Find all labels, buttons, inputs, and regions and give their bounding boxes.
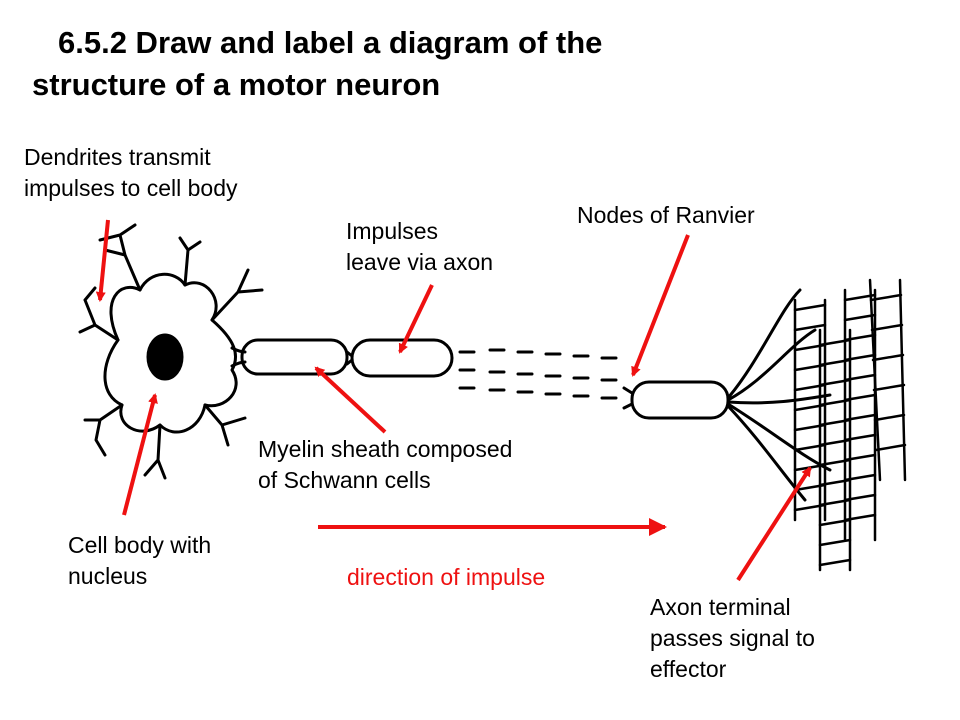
label-line: impulses to cell body [24,175,238,201]
node-of-ranvier [345,350,354,366]
dendrite [203,403,247,447]
label-direction-of-impulse: direction of impulse [347,562,545,593]
label-nodes-of-ranvier: Nodes of Ranvier [577,200,755,231]
label-line: Myelin sheath composed [258,436,513,462]
arrow-nodes [631,234,690,377]
label-line: effector [650,656,727,682]
muscle-fibres [793,278,907,572]
arrow-dendrites [95,219,110,302]
title-line-1: 6.5.2 Draw and label a diagram of the [58,25,603,60]
schwann-cell [630,380,730,420]
title-line-2: structure of a motor neuron [32,67,441,102]
label-line: Dendrites transmit [24,144,211,170]
schwann-cell [458,368,622,382]
dendrite [78,286,120,342]
label-line: nucleus [68,563,148,589]
label-impulses: Impulses leave via axon [346,216,493,278]
label-line: Cell body with [68,532,212,558]
dendrite [178,236,202,287]
schwann-cell [240,338,349,376]
myelin-sheath [240,338,730,420]
label-line: Axon terminal [650,594,791,620]
arrow-impulses [398,284,434,354]
label-cell-body: Cell body with nucleus [68,530,211,592]
label-line: of Schwann cells [258,467,431,493]
label-line: Nodes of Ranvier [577,202,755,228]
label-axon-terminal: Axon terminal passes signal to effector [650,592,815,685]
dendrite [143,423,167,480]
dendrite [83,403,124,457]
label-line: passes signal to [650,625,815,651]
axon-hillock [230,346,247,368]
label-line: direction of impulse [347,564,546,590]
label-myelin-sheath: Myelin sheath composed of Schwann cells [258,434,512,496]
nucleus [146,333,184,381]
page-title: 6.5.2 Draw and label a diagram of the st… [32,22,932,106]
arrow-myelin [314,366,387,434]
axon-terminal [726,288,832,502]
schwann-cell [458,348,622,360]
arrow-axon-terminal [736,466,812,582]
dendrite [98,223,142,292]
label-dendrites: Dendrites transmit impulses to cell body [24,142,238,204]
dendrite [210,268,264,322]
schwann-cell [458,386,622,400]
schwann-cell [350,338,454,378]
label-line: Impulses [346,218,439,244]
cell-body [103,272,238,434]
label-line: leave via axon [346,249,494,275]
node-of-ranvier [622,386,634,410]
arrow-cell-body [122,393,158,516]
pointer-arrows [95,219,812,582]
